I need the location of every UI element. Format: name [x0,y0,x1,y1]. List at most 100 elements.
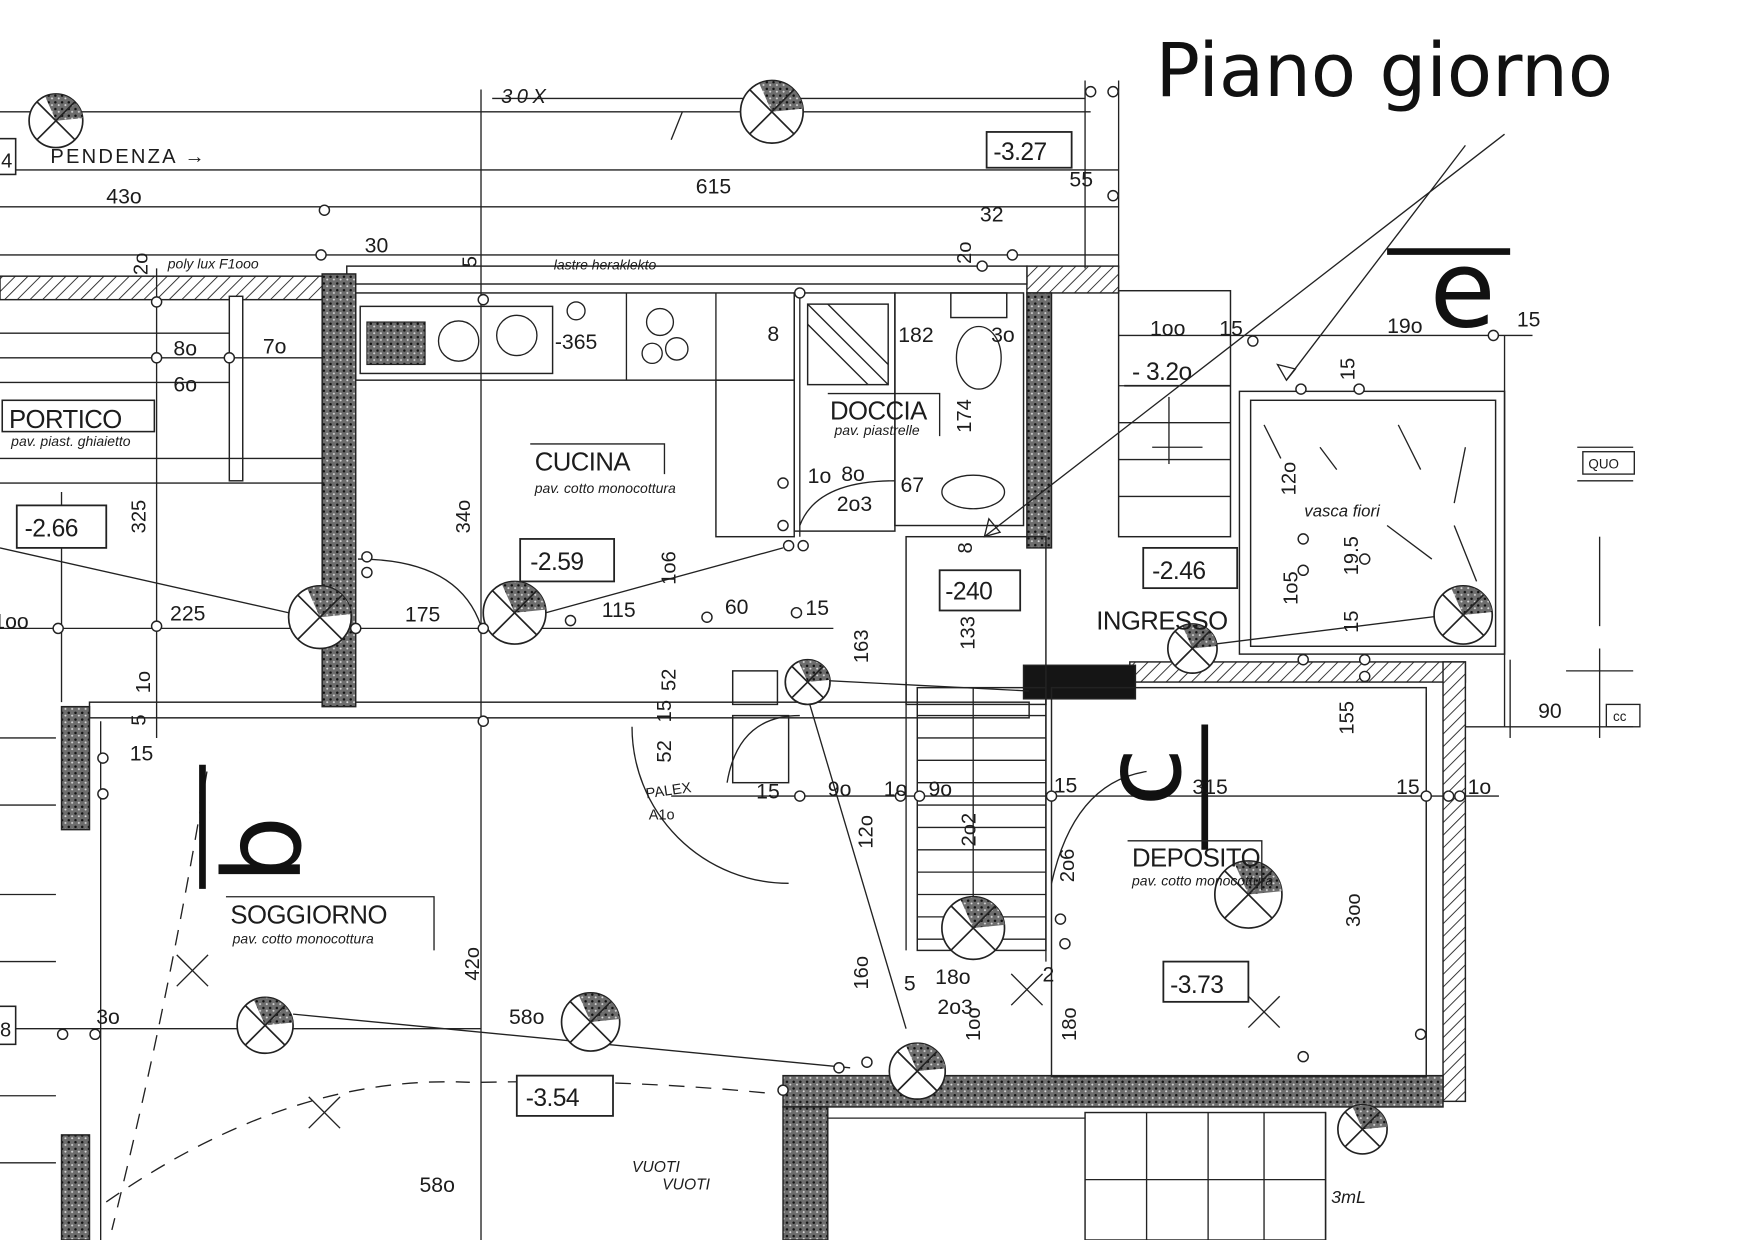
dimension-node [1442,790,1455,802]
dimension-label: 315 [1192,775,1227,799]
dimension-node [701,611,713,623]
plan-line [983,133,1505,538]
room-floor: pav. piast. ghiaietto [10,433,131,449]
dimension-label: 1o [884,777,908,801]
arrow-head [983,517,1002,538]
room-deposito: DEPOSITO pav. cotto monocottura [1127,840,1273,891]
ceiling-light-icon [791,665,824,699]
dimension-label: 58o [419,1173,454,1197]
level-markers: -3.27 -2.66 -2.59 -240 -2.46 - 3.2o -3.7… [15,131,1250,1117]
dimension-node [1454,790,1466,802]
ceiling-light-icon [1352,1105,1388,1130]
dimension-label: 30 [365,234,389,258]
dimension-label: 15 [130,741,154,765]
dashed-arc [111,771,208,1231]
room-name: CUCINA [535,449,632,477]
dimension-node [790,606,803,619]
door-swing [1050,770,1147,884]
dimension-node [1353,383,1365,395]
plan-notes: 4 8 PENDENZA → 30X poly lux F1ooo lastre… [0,86,1641,1207]
dimension-node [1107,189,1119,202]
dimension-label: 18o [935,965,970,989]
dimension-label: 115 [602,598,636,622]
edge-label: 4 [1,151,12,173]
dimension-label: 15 [756,779,780,803]
room-label-box [225,896,435,951]
door-swing [799,480,895,526]
dimension-node [150,620,163,632]
vuoti-note: VUOTI [662,1177,710,1194]
dimension-node [1420,790,1433,802]
ceiling-light-icon [1182,624,1218,649]
dimension-label: 19o [1387,314,1422,338]
dimension-label: 55 [1069,168,1093,192]
ceiling-light-icon [897,1051,938,1092]
plan-line [670,111,683,141]
dimension-label: 67 [900,473,924,497]
dimension-node [894,790,907,802]
ceiling-light-icon [798,659,831,683]
dimension-node [1358,670,1371,683]
dimension-node [1084,85,1097,98]
planter-stroke [1453,447,1467,504]
dimension-label: 225 [170,602,205,626]
ceiling-light-icon [749,89,795,135]
planter-stroke [1386,524,1433,560]
dimension-node [1358,553,1371,565]
dimension-node [782,539,795,552]
plan-line [807,303,889,386]
room-soggiorno: SOGGIORNO pav. cotto monocottura [225,896,435,951]
dimension-label: 174 [954,399,976,433]
dimension-label: 2o6 [1057,849,1079,883]
wall [228,295,244,482]
palex-note: PALEX [645,780,693,802]
dimension-label: 15 [1396,775,1420,799]
dimension-node [797,539,809,552]
level-box [985,131,1073,169]
kitchen-cabinet [715,379,795,538]
wall-masonry [782,1074,1444,1108]
dimension-label: 133 [957,616,979,650]
dimension-label: 8o [841,462,865,486]
dimension-node [1487,329,1500,342]
scale-note: 30X [501,86,550,108]
dimension-label: 52 [659,669,681,691]
cross-mark-icon [1247,995,1281,1029]
room-floor: pav. cotto monocottura [232,931,374,947]
small-box [731,670,779,706]
dimension-label: 58o [509,1005,544,1029]
dimension-node [833,1062,845,1074]
page-title: Piano giorno [1156,28,1614,114]
ceiling-light-icon [1224,870,1273,919]
section-mark-b: b [199,764,326,889]
sink-unit [359,305,554,375]
dimension-label: 182 [898,323,933,347]
dimension-node [1054,913,1067,925]
dimension-node [223,352,236,364]
planter-stroke [1397,424,1422,470]
pendenza-note: PENDENZA → [50,146,207,168]
wall-hatched [1026,265,1120,294]
dimension-node [794,790,806,802]
dimension-node [564,614,577,627]
ceiling-light-icon [578,993,620,1022]
dimension-node [361,551,373,563]
sink-bowl [495,314,538,357]
dimension-label: 1oo [1150,316,1185,340]
dimension-label: 3o [991,323,1015,347]
dimension-label: 15 [1341,610,1363,632]
dimension-label: 6o [173,372,197,396]
dimension-node [477,622,490,635]
ceiling-light-icon [502,581,546,613]
ceiling-light-icon [307,586,352,618]
dimension-label: 42o [462,947,484,981]
dimension-label: 1o6 [659,551,681,585]
room-portico: PORTICO pav. piast. ghiaietto [1,399,156,449]
door-swing [631,726,789,884]
plan-line [799,670,907,1029]
dimension-label: 2o [954,242,976,264]
dimension-node [1297,653,1309,666]
plan-geometry [0,79,1634,1240]
level-label: -2.59 [530,549,583,576]
cc-note: cc [1613,709,1627,724]
